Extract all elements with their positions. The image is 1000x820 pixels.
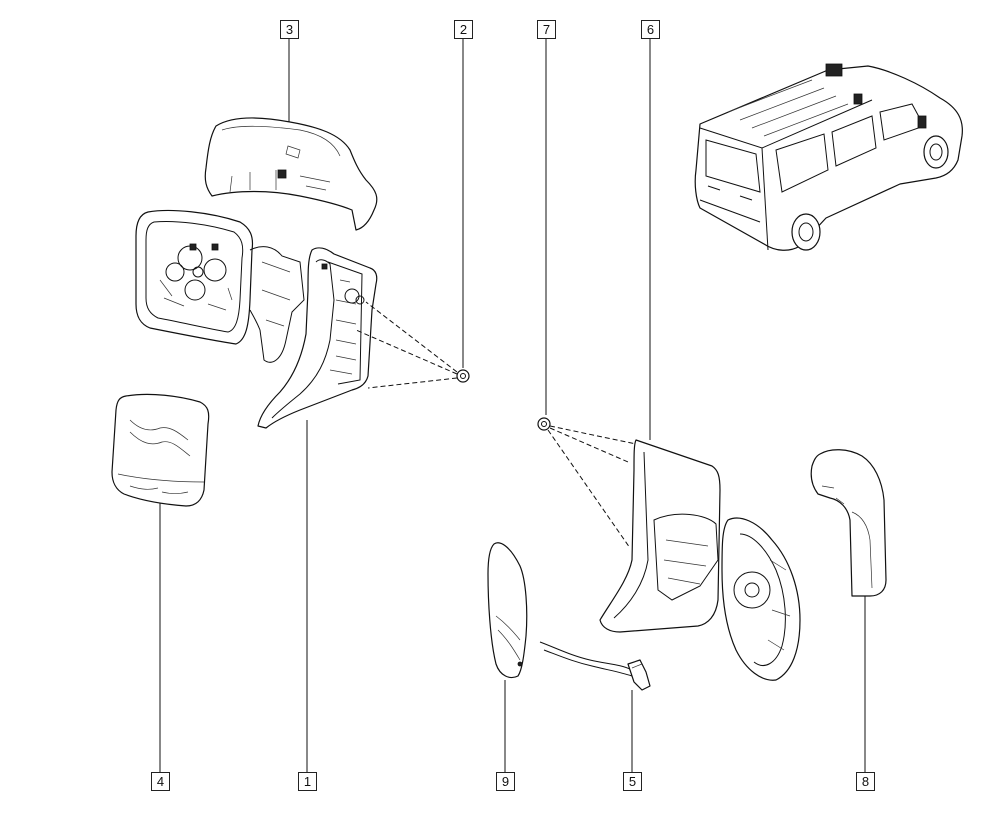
- mirror-assembly-right: [599, 439, 801, 681]
- callout-7[interactable]: 7: [537, 20, 556, 39]
- nut-to-bracket-arrows: [355, 301, 458, 389]
- mirror-cover-upper-left: [204, 117, 378, 231]
- van-mirror-highlight: [917, 115, 927, 129]
- mirror-arm-bracket-left: [257, 247, 378, 429]
- leader-lines: [159, 38, 866, 772]
- van-location-illustration: [694, 63, 963, 251]
- mirror-glass-left: [111, 393, 210, 507]
- mirror-cover-right: [810, 449, 887, 597]
- wiring-harness: [539, 641, 651, 691]
- callout-2[interactable]: 2: [454, 20, 473, 39]
- callout-8[interactable]: 8: [856, 772, 875, 791]
- callout-9[interactable]: 9: [496, 772, 515, 791]
- mirror-head-frame-left: [135, 209, 305, 363]
- callout-4[interactable]: 4: [151, 772, 170, 791]
- callout-6[interactable]: 6: [641, 20, 660, 39]
- van-roof-highlight: [825, 63, 843, 77]
- fixing-nut-right: [537, 417, 637, 549]
- callout-1[interactable]: 1: [298, 772, 317, 791]
- fixing-nut-left: [355, 301, 470, 389]
- mirror-glass-right: [487, 542, 528, 679]
- nut-to-bracket-arrows-right: [547, 425, 637, 549]
- callout-3[interactable]: 3: [280, 20, 299, 39]
- callout-5[interactable]: 5: [623, 772, 642, 791]
